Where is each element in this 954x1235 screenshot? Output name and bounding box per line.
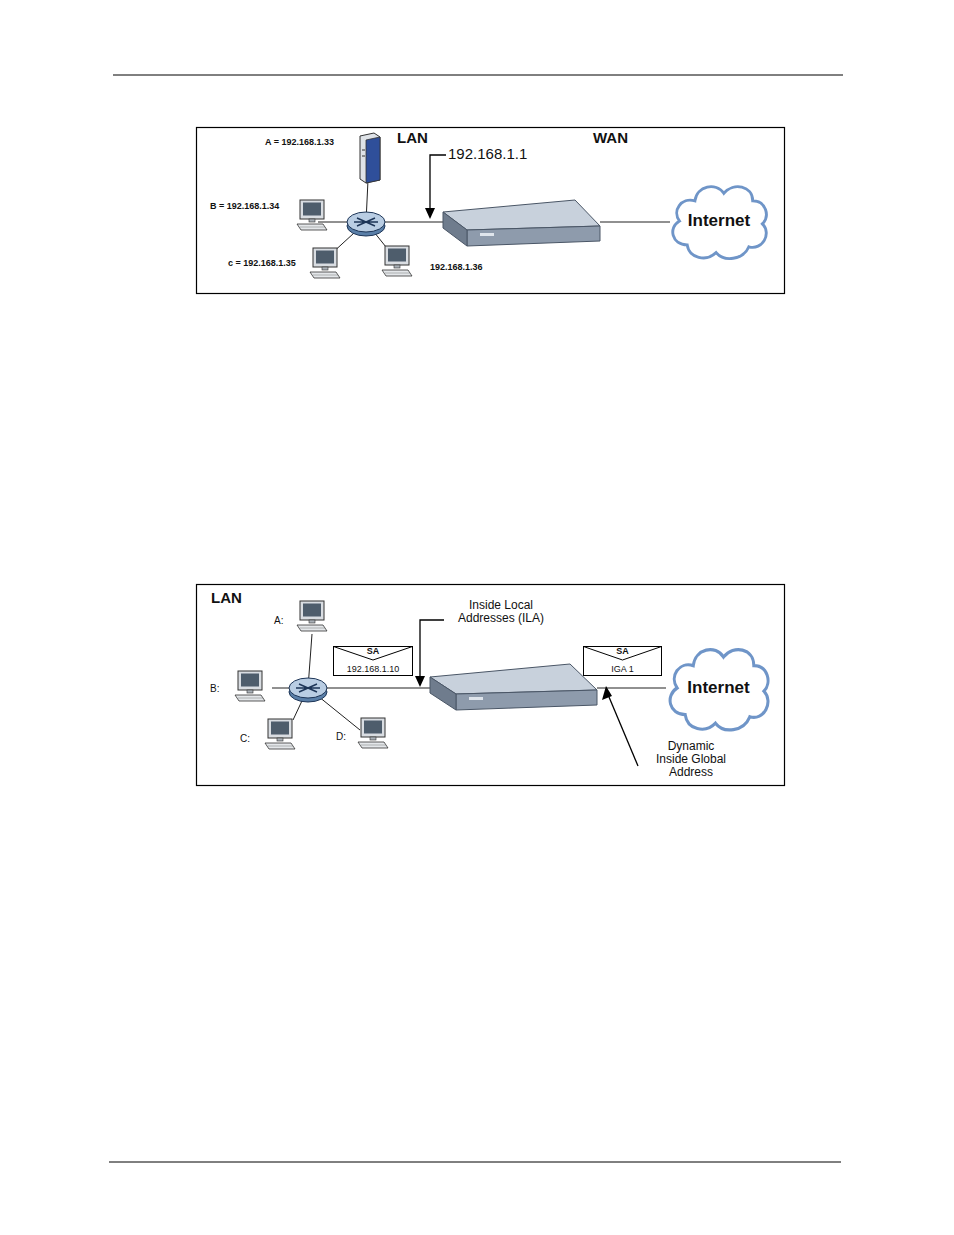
host-label: A: [274, 615, 283, 626]
envelope-flap [583, 647, 661, 661]
router-device-part [430, 677, 456, 710]
leader-arrow-part [609, 697, 638, 766]
figure-1-part [197, 128, 785, 294]
switch-icon [347, 212, 385, 236]
leader-arrow [425, 155, 446, 219]
host-label: B: [210, 683, 219, 694]
internet-cloud: Internet [663, 640, 774, 736]
computer-b [297, 200, 327, 230]
leader-arrow [602, 686, 638, 766]
server-icon-part [362, 150, 365, 151]
figure-1 [197, 128, 785, 294]
envelope-address: 192.168.1.10 [333, 664, 413, 674]
server-icon-part [362, 156, 365, 157]
address-label: 192.168.1.36 [430, 263, 483, 273]
leader-arrow [415, 620, 444, 687]
annotation: Dynamic Inside Global Address [650, 740, 732, 780]
server-icon-part [366, 137, 380, 183]
server-icon-part [360, 133, 380, 183]
leader-arrow-part [602, 686, 612, 700]
address-label: B = 192.168.1.34 [210, 202, 279, 212]
envelope-heading: SA [583, 647, 662, 656]
zone-label: WAN [593, 130, 628, 147]
address-label: 192.168.1.1 [448, 146, 527, 163]
computer-c [310, 248, 340, 278]
computer-d [382, 246, 412, 276]
router-device-part [467, 226, 600, 246]
figure-2-part [197, 585, 785, 786]
computer-a [297, 601, 327, 631]
host-label: D: [336, 731, 346, 742]
zone-label: LAN [211, 590, 242, 607]
address-label: c = 192.168.1.35 [228, 259, 296, 269]
figure-1-part [600, 221, 670, 222]
router-device [443, 200, 600, 246]
computer-c [265, 719, 295, 749]
cloud-label: Internet [663, 678, 774, 698]
envelope-outline [334, 647, 413, 676]
page-rules-part [113, 75, 843, 76]
annotation: Inside Local Addresses (ILA) [446, 599, 556, 625]
figure-2 [197, 585, 785, 786]
page-rules [109, 75, 843, 1162]
leader-arrow-part [420, 620, 444, 680]
router-device-part [469, 697, 483, 700]
envelope-flap [334, 647, 413, 661]
host-label: C: [240, 733, 250, 744]
leader-arrow-part [415, 676, 425, 687]
router-device-part [456, 690, 597, 710]
envelope-outline [583, 647, 661, 676]
page-rules-part [109, 1162, 841, 1163]
address-label: A = 192.168.1.33 [265, 138, 334, 148]
router-device-part [443, 212, 467, 246]
zone-label: LAN [397, 130, 428, 147]
computer-d [358, 718, 388, 748]
internet-cloud: Internet [666, 178, 772, 264]
cloud-label: Internet [666, 211, 772, 231]
leader-arrow-part [425, 208, 435, 219]
leader-arrow-part [430, 155, 446, 212]
packet-envelope: SA IGA 1 [583, 646, 662, 676]
router-device [430, 664, 597, 710]
router-device-part [480, 233, 494, 236]
switch-icon [289, 678, 327, 702]
server-icon [360, 133, 380, 183]
router-device-part [430, 664, 597, 694]
packet-envelope: SA 192.168.1.10 [333, 646, 413, 676]
router-device-part [443, 200, 600, 230]
envelope-address: IGA 1 [583, 664, 662, 674]
envelope-heading: SA [333, 647, 413, 656]
computer-b [235, 671, 265, 701]
